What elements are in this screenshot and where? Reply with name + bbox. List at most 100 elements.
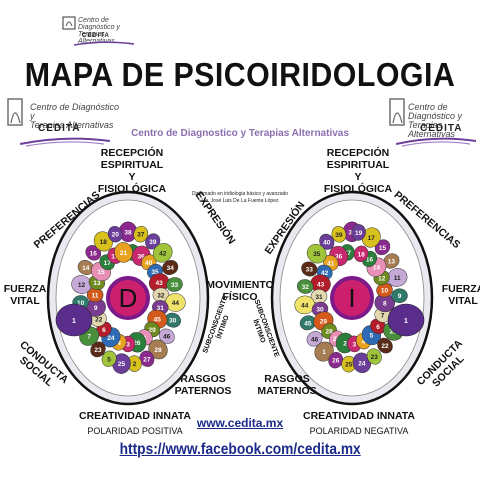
logo-swoosh-icon (396, 137, 476, 147)
logo-swoosh-icon (20, 137, 110, 147)
zone-number: 15 (97, 269, 105, 276)
zone-number: 14 (82, 265, 90, 272)
zone-number: 10 (77, 300, 85, 307)
zone-number: 21 (120, 250, 128, 257)
zone-number: 40 (323, 239, 331, 246)
zone-number: 1 (72, 318, 76, 325)
pupil (330, 276, 374, 320)
facebook-link[interactable]: https://www.facebook.com/cedita.mx (119, 441, 361, 458)
iris-zone (101, 350, 117, 367)
zone-number: 26 (332, 358, 340, 365)
iris-zone (387, 303, 425, 337)
page-title: MAPA DE PSICOIRIDOLOGIA (24, 56, 456, 93)
left-label-creatividad: CREATIVIDAD INNATA (79, 410, 191, 422)
iris-zone (351, 224, 366, 241)
iris-zone (90, 341, 106, 358)
iris-zone (331, 226, 347, 243)
zone-number: 32 (302, 284, 310, 291)
iris-zone (162, 260, 179, 275)
zone-number: 3 (126, 342, 130, 349)
zone-number: 29 (320, 319, 328, 326)
zone-number: 27 (143, 356, 151, 363)
zone-number: 16 (366, 257, 374, 264)
zone-number: 4 (117, 340, 121, 347)
website-link[interactable]: www.cedita.mx (196, 416, 284, 430)
zone-number: 23 (94, 347, 102, 354)
zone-number: 40 (145, 260, 153, 267)
zone-number: 23 (371, 354, 379, 361)
iris-zone (107, 226, 123, 243)
zone-number: 38 (124, 229, 132, 236)
left-label-polaridad: POLARIDAD POSITIVA (87, 426, 183, 436)
zone-number: 30 (316, 307, 324, 314)
zone-number: 5 (370, 333, 374, 340)
center-label-movimiento: MOVIMIENTO FÍSICO (206, 279, 274, 303)
zone-number: 29 (148, 327, 156, 334)
iris-zone (114, 242, 133, 263)
zone-number: 32 (157, 292, 165, 299)
iris-zone (55, 303, 93, 337)
zone-number: 9 (94, 305, 98, 312)
diploma-text: Diplomado en iridiologia básico y avanza… (191, 191, 289, 204)
iris-zone (391, 288, 408, 303)
right-label-recepcion: RECEPCIÓN ESPIRITUAL Y FISIOLÓGICA (323, 147, 393, 195)
zone-number: 36 (137, 253, 145, 260)
left-label-rasgos: RASGOS PATERNOS (174, 373, 232, 397)
zone-number: 13 (388, 259, 396, 266)
zone-number: 1 (404, 318, 408, 325)
subtitle: Centro de Diagnostico y Terapias Alterna… (131, 128, 349, 139)
logo-brand: CEDITA (38, 123, 81, 134)
zone-number: 35 (313, 251, 321, 258)
zone-number: 6 (102, 327, 106, 334)
zone-number: 28 (325, 329, 333, 336)
zone-number: 46 (311, 336, 319, 343)
iris-zone (301, 261, 318, 277)
zone-number: 18 (357, 251, 365, 258)
zone-number: 24 (107, 335, 115, 342)
zone-number: 22 (381, 343, 389, 350)
zone-number: 46 (163, 334, 171, 341)
pupil-letter: I (348, 283, 355, 313)
zone-number: 44 (301, 302, 309, 309)
zone-number: 43 (155, 280, 163, 287)
zone-number: 6 (376, 324, 380, 331)
zone-number: 7 (87, 334, 91, 341)
zone-number: 25 (345, 362, 353, 369)
zone-number: 22 (95, 317, 103, 324)
zone-number: 43 (317, 281, 325, 288)
zone-number: 10 (381, 288, 389, 295)
zone-number: 35 (151, 269, 159, 276)
zone-number: 24 (358, 360, 366, 367)
zone-number: 11 (92, 292, 99, 299)
zone-number: 1 (322, 349, 326, 356)
zone-number: 18 (100, 239, 108, 246)
zone-number: 21 (390, 329, 398, 336)
zone-number: 3 (352, 341, 356, 348)
right-label-fuerza: FUERZA VITAL (441, 283, 480, 307)
cedita-logo-icon (389, 98, 405, 126)
left-label-recepcion: RECEPCIÓN ESPIRITUAL Y FISIOLÓGICA (97, 147, 167, 195)
zone-number: 34 (167, 265, 175, 272)
zone-number: 11 (394, 275, 401, 282)
zone-number: 19 (355, 230, 363, 237)
right-label-creatividad: CREATIVIDAD INNATA (303, 410, 415, 422)
zone-number: 12 (378, 275, 386, 282)
zone-number: 4 (361, 339, 365, 346)
iris-zone (296, 279, 314, 294)
zone-number: 39 (149, 239, 157, 246)
zone-number: 19 (111, 253, 119, 260)
cedita-logo-icon (62, 16, 76, 30)
zone-number: 33 (306, 267, 314, 274)
zone-number: 37 (137, 232, 145, 239)
zone-number: 8 (383, 300, 387, 307)
iris-zone (165, 293, 186, 312)
right-iris: 3837393640413542334332314430452946281272… (270, 190, 434, 406)
zone-number: 17 (368, 235, 376, 242)
zone-number: 5 (107, 356, 111, 363)
zone-number: 36 (335, 254, 343, 261)
logo-swoosh-icon (74, 41, 134, 46)
zone-number: 25 (118, 361, 126, 368)
right-label-rasgos: RASGOS MATERNOS (257, 373, 317, 397)
